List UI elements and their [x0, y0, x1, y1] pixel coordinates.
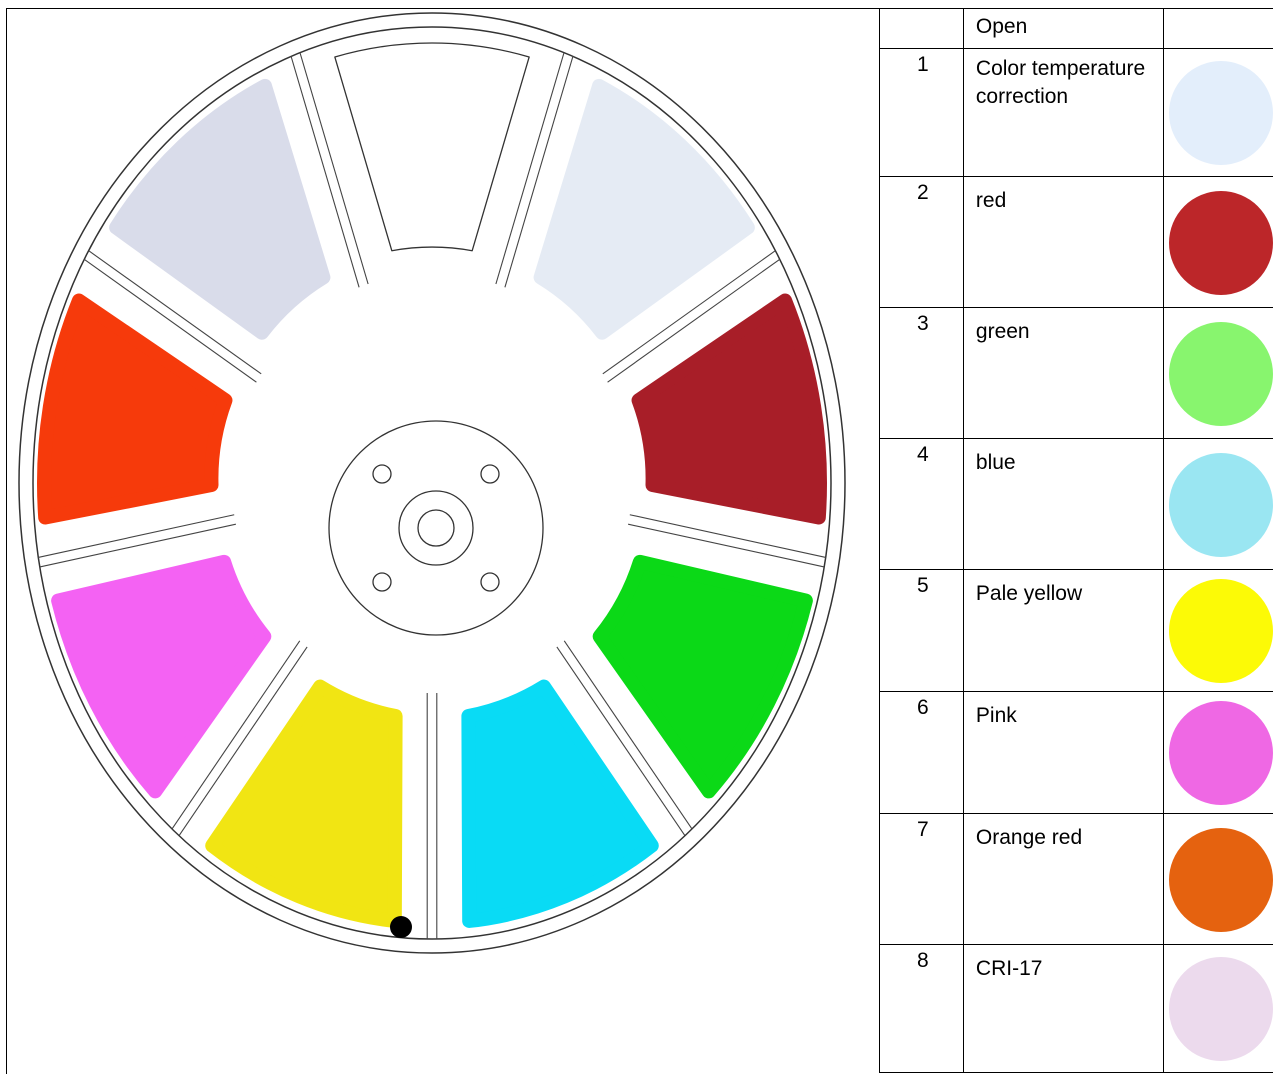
table-cell-name: Pink — [963, 692, 1163, 814]
slot-divider-line — [38, 515, 234, 558]
color-filter-slot — [44, 301, 225, 518]
wheel-hub — [329, 421, 543, 635]
table-cell-swatch — [1163, 439, 1273, 570]
color-filter-slot — [116, 86, 323, 333]
table-cell-name: CRI-17 — [963, 945, 1163, 1073]
color-filter-slot — [639, 301, 820, 518]
table-cell-swatch — [1163, 945, 1273, 1073]
table-cell-name: blue — [963, 439, 1163, 570]
slot-divider-line — [630, 515, 826, 558]
color-swatch-dot — [1169, 322, 1273, 426]
table-cell-number: 6 — [880, 692, 964, 814]
table-cell-number: 1 — [880, 49, 964, 177]
color-swatch-dot — [1169, 453, 1273, 557]
color-wheel-cell — [6, 8, 879, 1074]
table-cell-number: 8 — [880, 945, 964, 1073]
table-cell-name: Open — [963, 9, 1163, 49]
color-swatch-dot — [1169, 579, 1273, 683]
color-swatch-dot — [1169, 957, 1273, 1061]
color-wheel-drawing — [19, 13, 845, 953]
hub-plate — [329, 421, 543, 635]
table-cell-number: 5 — [880, 570, 964, 692]
table-cell-name: Orange red — [963, 814, 1163, 945]
color-filter-slot — [335, 43, 529, 251]
color-wheel — [7, 9, 880, 1069]
table-cell-swatch — [1163, 9, 1273, 49]
table-row-open: Open — [880, 9, 1273, 49]
table-cell-swatch — [1163, 177, 1273, 308]
table-cell-number: 4 — [880, 439, 964, 570]
table-cell-number: 3 — [880, 308, 964, 439]
color-swatch-dot — [1169, 191, 1273, 295]
color-filter-slot — [212, 687, 395, 921]
table-cell-name: green — [963, 308, 1163, 439]
color-swatch-dot — [1169, 701, 1273, 805]
table-cell-number: 7 — [880, 814, 964, 945]
color-filter-slot — [468, 687, 651, 921]
table-cell-swatch — [1163, 570, 1273, 692]
table-cell-swatch — [1163, 308, 1273, 439]
table-cell-name: Color temperature correction — [963, 49, 1163, 177]
table-cell-number — [880, 9, 964, 49]
color-filter-slot — [58, 562, 264, 792]
table-cell-swatch — [1163, 49, 1273, 177]
index-marker-dot — [390, 916, 412, 938]
table-cell-name: red — [963, 177, 1163, 308]
color-swatch-dot — [1169, 61, 1273, 165]
table-cell-swatch — [1163, 692, 1273, 814]
table-cell-number: 2 — [880, 177, 964, 308]
color-swatch-dot — [1169, 828, 1273, 932]
table-cell-swatch — [1163, 814, 1273, 945]
color-filter-slot — [541, 86, 748, 333]
table-cell-name: Pale yellow — [963, 570, 1163, 692]
color-filter-slot — [600, 562, 806, 792]
